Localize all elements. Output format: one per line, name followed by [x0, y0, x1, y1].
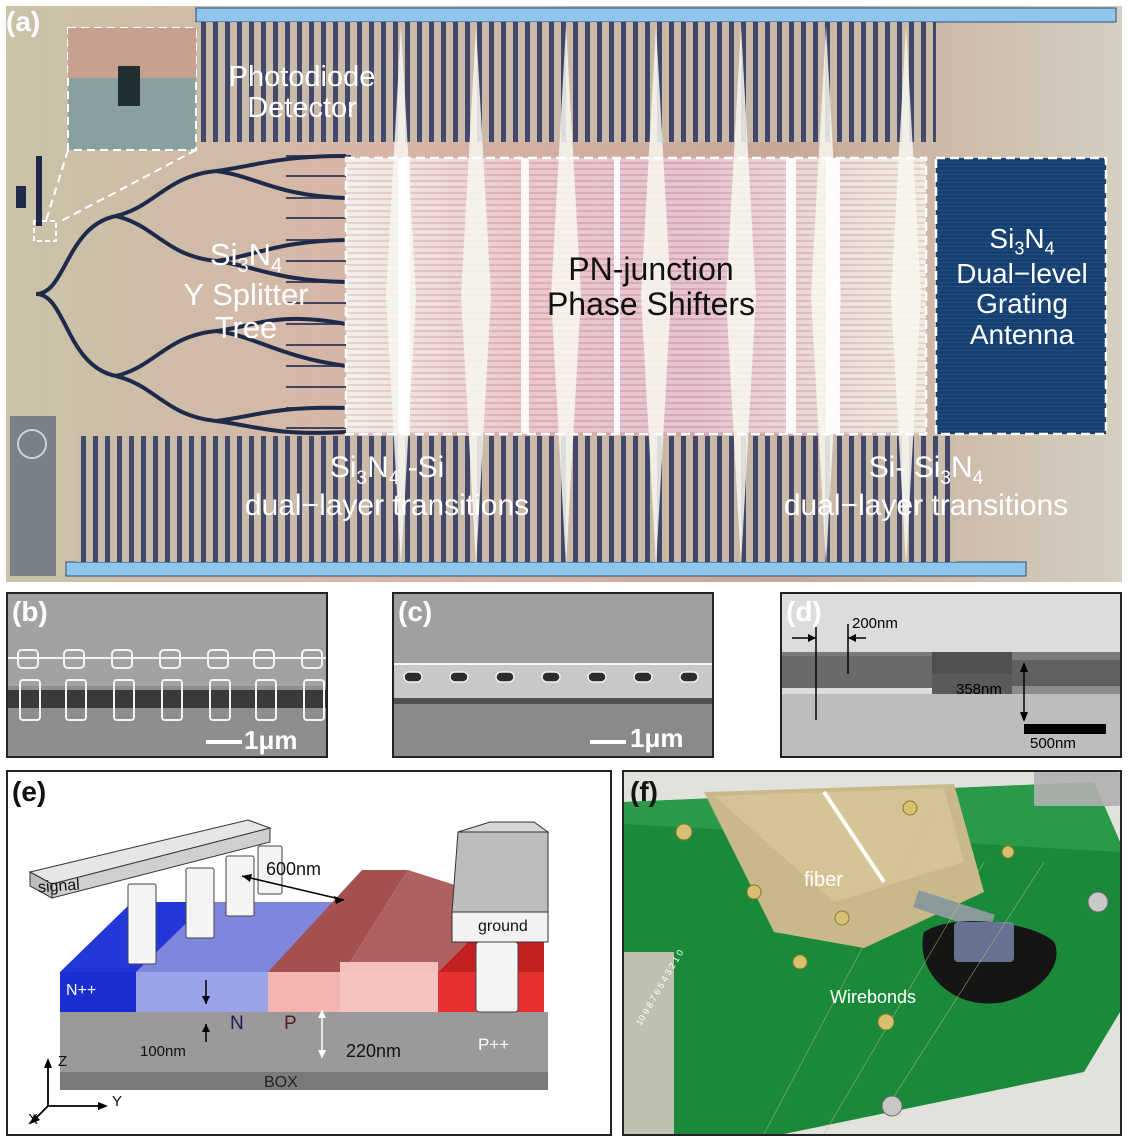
pn-junction-drawing [28, 819, 550, 1124]
scale-label-c: 1μm [630, 723, 684, 753]
splitter-label: Si3N4 Y Splitter Tree [183, 237, 309, 346]
chip-drawing [6, 6, 1122, 582]
label-wirebonds: Wirebonds [830, 987, 917, 1007]
sem-b-drawing [8, 594, 326, 756]
photodiode-label: Photodiode Detector [228, 61, 376, 125]
panel-label-e: (e) [12, 776, 47, 807]
label-signal: signal [37, 876, 81, 897]
phase-shifter-label: PN-junction Phase Shifters [546, 251, 756, 322]
axis-z-label: Z [58, 1053, 68, 1070]
panel-e-device-schematic: (e) signal ground N++ N P P++ BOX 600nm … [6, 770, 612, 1136]
label-600nm: 600nm [266, 859, 322, 879]
label-100nm: 100nm [140, 1043, 186, 1060]
panel-b-sem: (b) 1μm [6, 592, 328, 758]
label-n: N [230, 1013, 244, 1034]
sem-c-drawing [394, 594, 712, 756]
panel-d-cross-section: (d) 200nm 358nm 500nm [780, 592, 1122, 758]
axis-x-label: X [28, 1111, 39, 1128]
label-p: P [284, 1013, 297, 1034]
panel-label-c: (c) [398, 596, 433, 627]
panel-c-sem: (c) 1μm [392, 592, 714, 758]
antenna-label: Si3N4 Dual−level Grating Antenna [956, 223, 1088, 350]
label-220nm: 220nm [346, 1041, 402, 1061]
pcb-photo-drawing [624, 772, 1120, 1134]
transition-left-label: Si3N4 -Si dual−layer transitions [244, 451, 530, 522]
panel-label-b: (b) [12, 596, 48, 627]
panel-label-d: (d) [786, 596, 822, 627]
dim-label-height: 358nm [956, 681, 1002, 698]
label-box: BOX [264, 1074, 298, 1091]
label-ppp: P++ [478, 1035, 510, 1054]
label-npp: N++ [66, 982, 97, 999]
panel-f-packaged-chip-photo: (f) fiber Wirebonds 10 9 8 7 6 5 4 3 2 1… [622, 770, 1122, 1136]
panel-label-f: (f) [630, 776, 658, 807]
label-fiber: fiber [804, 869, 843, 891]
axis-y-label: Y [112, 1093, 123, 1110]
transition-right-label: Si- Si3N4 dual−layer transitions [783, 451, 1069, 522]
scale-label-d: 500nm [1030, 735, 1076, 752]
dim-label-width: 200nm [852, 615, 898, 632]
scale-label-b: 1μm [244, 725, 298, 755]
label-ground: ground [478, 918, 528, 935]
sem-d-drawing [782, 594, 1120, 756]
panel-label-a: (a) [6, 6, 41, 37]
panel-a-chip-micrograph: (a) Photodiode Detector Si3N4 Y Splitter… [6, 6, 1122, 582]
